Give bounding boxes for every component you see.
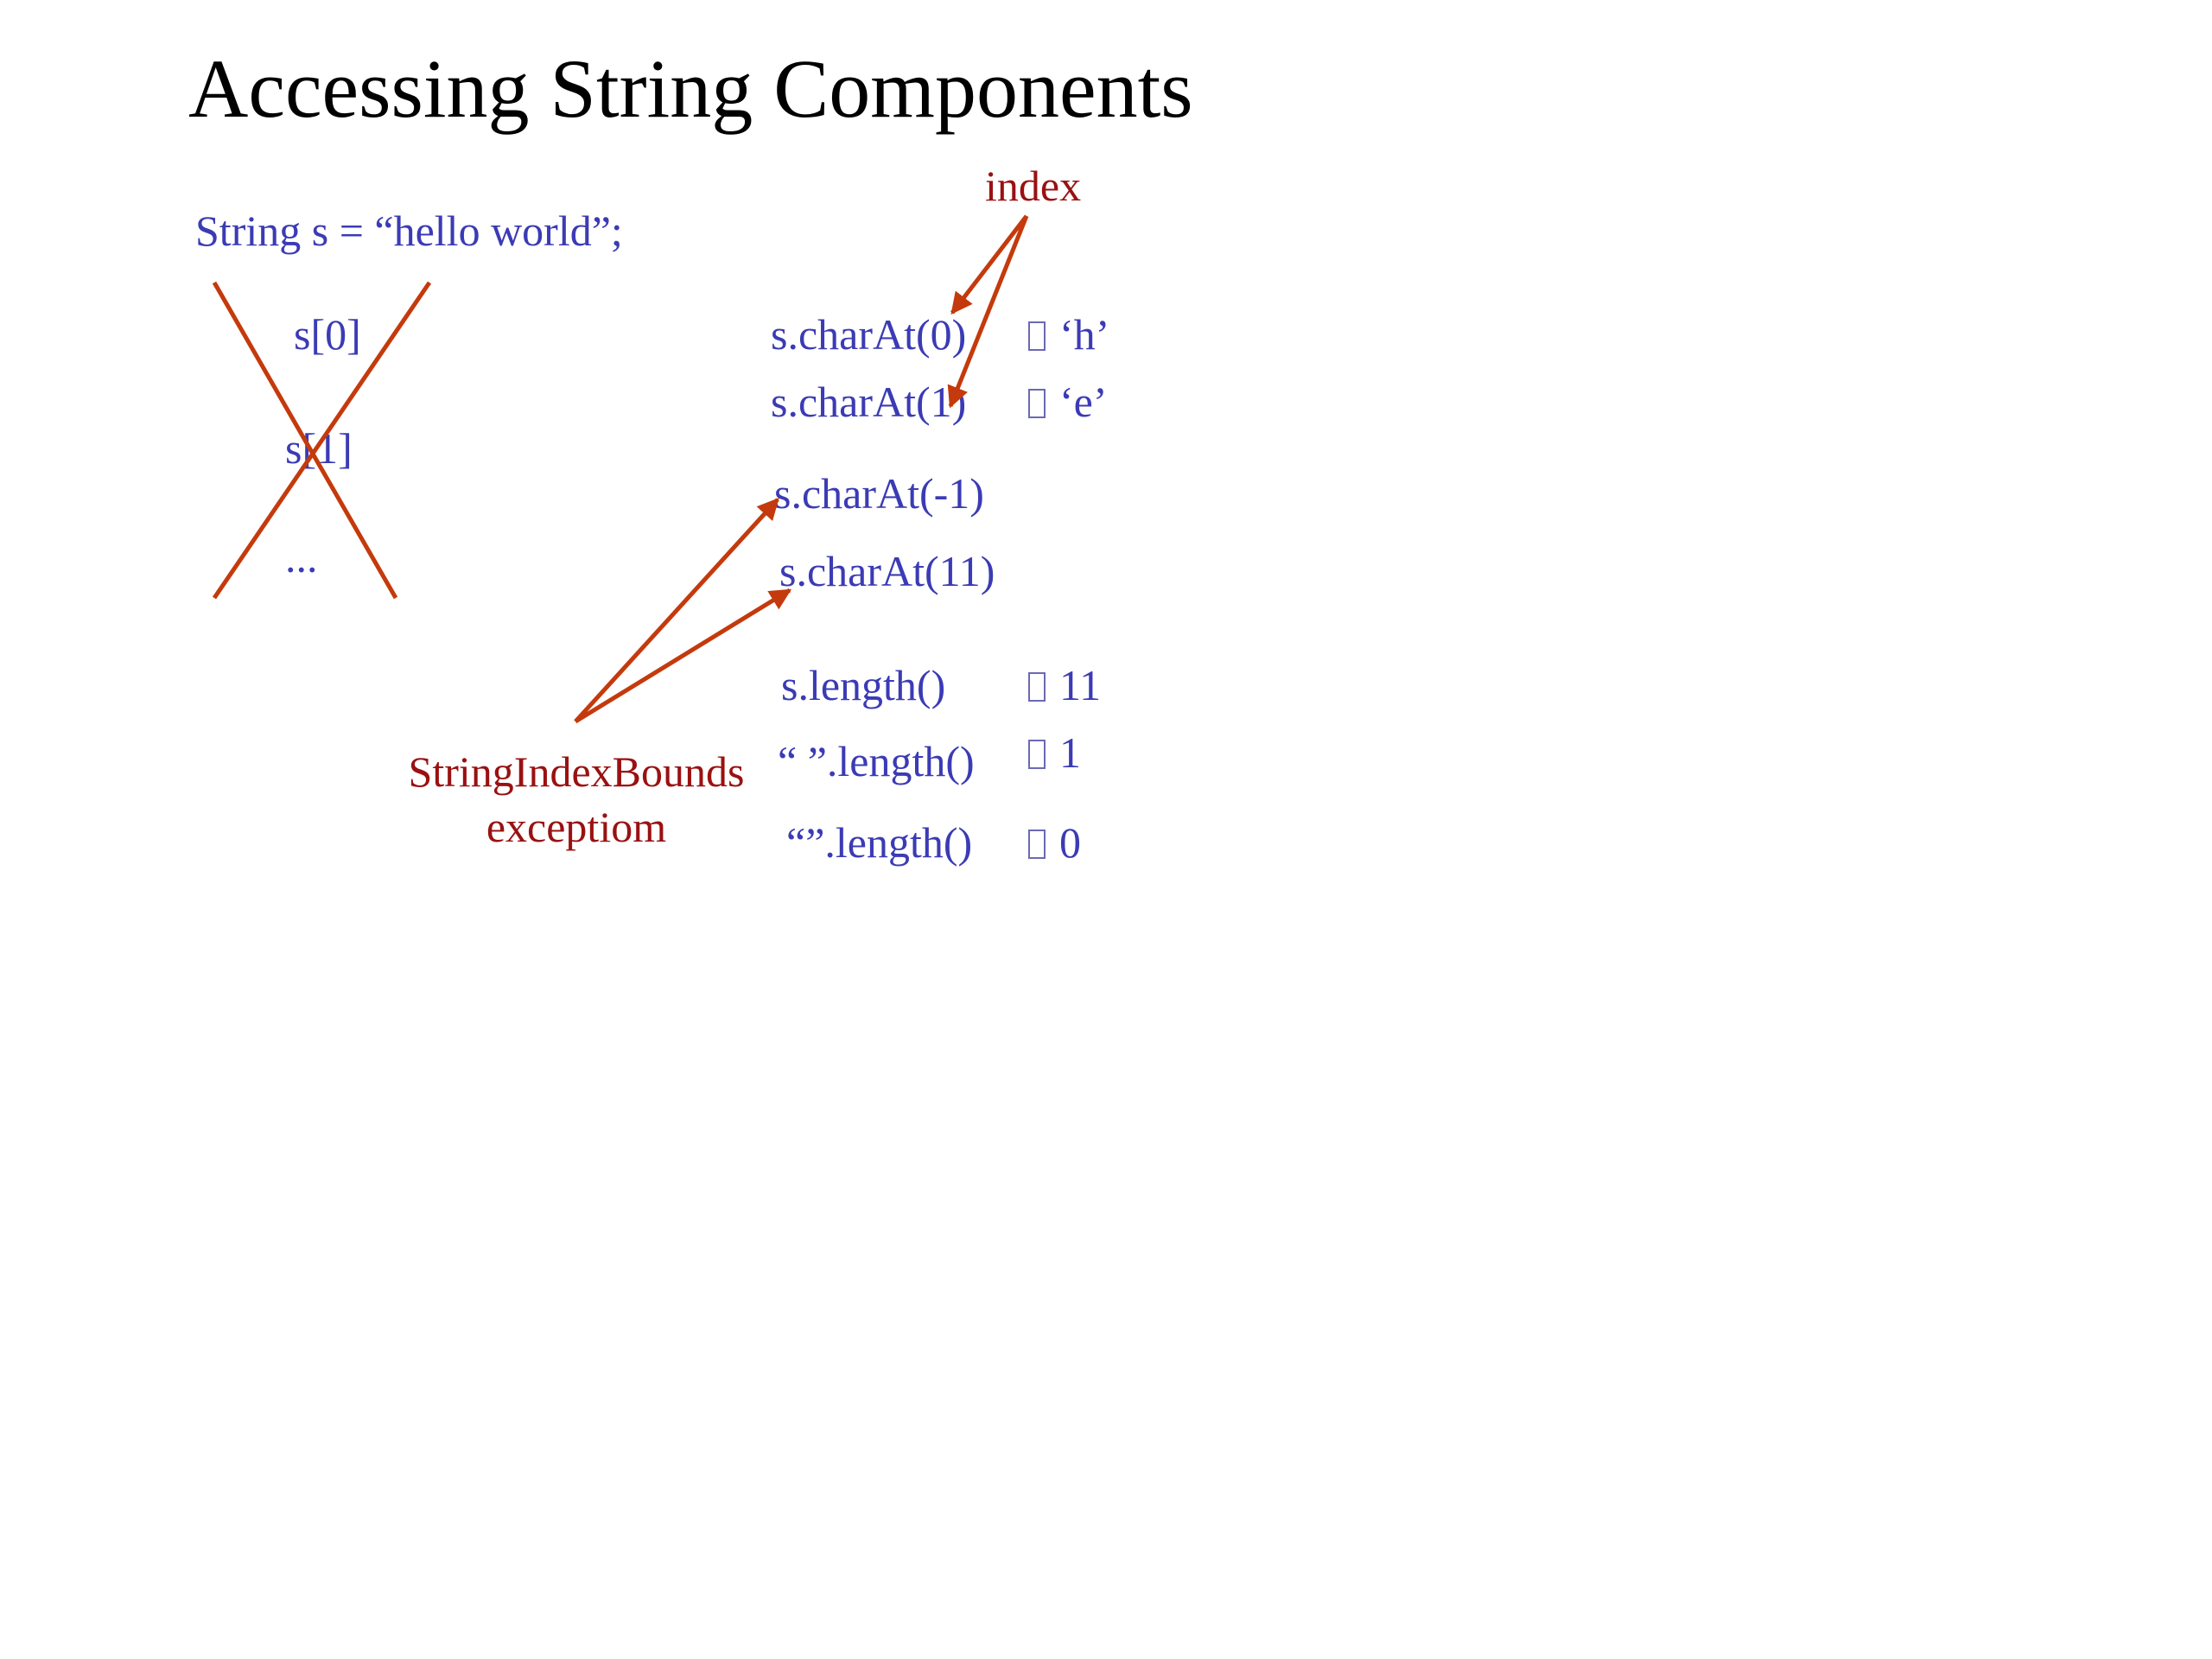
cross-line-1: [212, 281, 398, 600]
index-arrow-to-0: [950, 214, 1028, 315]
result-length: 11: [1028, 664, 1101, 707]
result-value: 1: [1059, 728, 1081, 777]
result-value: ‘e’: [1059, 378, 1108, 426]
result-value: ‘h’: [1059, 310, 1110, 359]
expr-charat-11: s.charAt(11): [779, 547, 995, 595]
annotation-arrows: [212, 214, 1029, 724]
expr-empty-length: “”.length(): [786, 818, 973, 867]
arrow-symbol-icon: [1028, 830, 1046, 859]
result-empty-length: 0: [1028, 821, 1081, 864]
result-value: 0: [1059, 818, 1081, 867]
exception-label-line2: exceptiom: [486, 803, 667, 851]
arrow-symbol-icon: [1028, 389, 1046, 418]
arrow-symbol-icon: [1028, 740, 1046, 769]
expr-charat-neg1: s.charAt(-1): [774, 469, 984, 518]
expr-space-length: “ ”.length(): [778, 737, 975, 785]
index-label: index: [985, 162, 1082, 210]
result-charat-1: ‘e’: [1028, 380, 1108, 423]
result-charat-0: ‘h’: [1028, 313, 1109, 356]
expr-charat-1: s.charAt(1): [771, 378, 967, 426]
index-arrow-to-1: [947, 215, 1029, 409]
crossed-ellipsis: ...: [285, 533, 318, 582]
exception-arrow-to-11: [574, 588, 792, 724]
result-space-length: 1: [1028, 731, 1081, 774]
exception-label-line1: StringIndexBounds: [408, 747, 745, 796]
cross-line-2: [212, 281, 432, 600]
crossed-s0: s[0]: [294, 310, 361, 359]
slide: Accessing String Components String s = “…: [0, 0, 1350, 1013]
slide-title: Accessing String Components: [188, 42, 1193, 135]
arrow-symbol-icon: [1028, 321, 1046, 351]
string-declaration: String s = “hello world”;: [195, 207, 623, 255]
arrow-symbol-icon: [1028, 672, 1046, 702]
expr-length: s.length(): [781, 661, 946, 709]
expr-charat-0: s.charAt(0): [771, 310, 967, 359]
result-value: 11: [1059, 661, 1102, 709]
exception-arrow-to-neg1: [574, 498, 779, 723]
